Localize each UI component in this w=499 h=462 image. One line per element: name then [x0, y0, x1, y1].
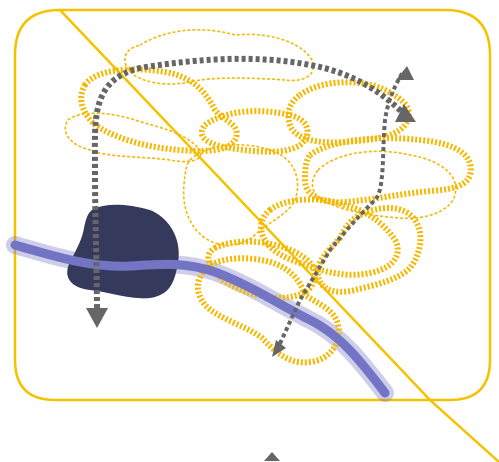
thin-loop-top: [125, 30, 313, 84]
arrowhead-icon: [396, 66, 414, 80]
arrowhead-icon: [264, 452, 280, 461]
dark-region-blob: [67, 205, 179, 299]
thick-loop-right-lower: [318, 208, 421, 292]
arrowhead-icon: [86, 308, 108, 328]
thick-loop-upper-left: [81, 69, 236, 151]
arrowhead-icon: [395, 104, 416, 122]
thick-loop-upper-right: [288, 82, 408, 142]
thick-loop-top-middle: [202, 111, 308, 152]
